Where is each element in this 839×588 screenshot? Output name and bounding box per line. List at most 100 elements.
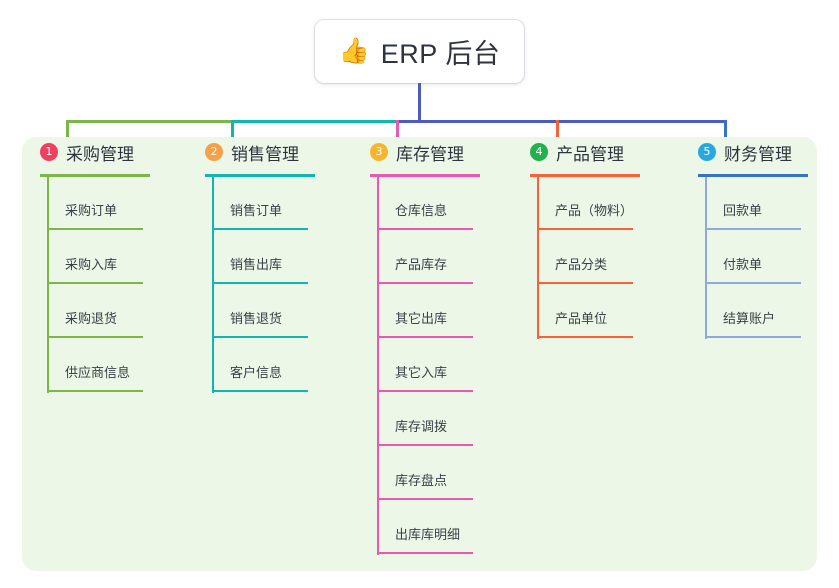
leaf-label: 出库库明细 — [395, 527, 461, 542]
drop-line-4 — [556, 120, 559, 152]
leaf-rule — [47, 282, 143, 284]
leaf-rule — [537, 228, 633, 230]
leaf-rule — [47, 390, 143, 392]
leaf-label: 其它入库 — [395, 365, 448, 380]
leaf-item[interactable]: 出库库明细 — [377, 501, 475, 555]
column-title-4: 产品管理 — [556, 144, 624, 164]
leaf-item[interactable]: 产品库存 — [377, 231, 475, 285]
drop-line-3 — [396, 120, 399, 152]
leaf-rule — [47, 336, 143, 338]
drop-line-1 — [66, 120, 69, 152]
leaf-item[interactable]: 采购入库 — [47, 231, 145, 285]
column-title-1: 采购管理 — [66, 144, 134, 164]
leaf-label: 销售出库 — [230, 257, 283, 272]
leaf-item[interactable]: 结算账户 — [705, 285, 803, 339]
leaf-label: 库存调拨 — [395, 419, 448, 434]
leaf-rule — [705, 282, 801, 284]
leaf-spine-5 — [705, 177, 707, 339]
column-header-1[interactable]: 1 采购管理 — [22, 137, 134, 167]
leaf-label: 客户信息 — [230, 365, 283, 380]
leaf-item[interactable]: 库存调拨 — [377, 393, 475, 447]
thumbs-up-icon: 👍 — [338, 37, 370, 65]
column-1: 1 采购管理采购订单采购入库采购退货供应商信息 — [22, 137, 150, 393]
leaf-rule — [705, 228, 801, 230]
leaf-item[interactable]: 回款单 — [705, 177, 803, 231]
leaf-label: 销售退货 — [230, 311, 283, 326]
leaf-rule — [377, 444, 473, 446]
leaf-item[interactable]: 销售订单 — [212, 177, 310, 231]
leaf-rule — [377, 336, 473, 338]
leaf-rule — [212, 390, 308, 392]
leaf-label: 销售订单 — [230, 203, 283, 218]
root-node[interactable]: 👍 ERP 后台 — [315, 20, 524, 83]
leaf-item[interactable]: 仓库信息 — [377, 177, 475, 231]
leaf-rule — [377, 390, 473, 392]
branch-panel: 1 采购管理采购订单采购入库采购退货供应商信息 2 销售管理销售订单销售出库销售退货客… — [22, 137, 817, 571]
leaf-spine-3 — [377, 177, 379, 555]
leaf-rule — [705, 336, 801, 338]
leaf-rule — [47, 228, 143, 230]
leaf-rule — [212, 228, 308, 230]
leaf-rule — [537, 336, 633, 338]
leaf-spine-4 — [537, 177, 539, 339]
leaf-item[interactable]: 客户信息 — [212, 339, 310, 393]
bus-indigo — [396, 120, 724, 123]
leaf-rule — [377, 282, 473, 284]
leaf-rule — [212, 282, 308, 284]
leaf-label: 库存盘点 — [395, 473, 448, 488]
leaf-label: 结算账户 — [723, 311, 776, 326]
leaf-item[interactable]: 其它出库 — [377, 285, 475, 339]
drop-line-2 — [231, 120, 234, 152]
column-header-2[interactable]: 2 销售管理 — [187, 137, 299, 167]
leaf-label: 采购退货 — [65, 311, 118, 326]
leaf-item[interactable]: 付款单 — [705, 231, 803, 285]
leaf-spine-2 — [212, 177, 214, 393]
column-badge-icon-1: 1 — [40, 143, 58, 161]
bus-green — [66, 120, 231, 123]
leaf-spine-1 — [47, 177, 49, 393]
leaf-item[interactable]: 产品分类 — [537, 231, 635, 285]
column-rule-4 — [530, 174, 640, 177]
leaf-item[interactable]: 销售退货 — [212, 285, 310, 339]
bus-teal — [231, 120, 396, 123]
leaf-label: 产品库存 — [395, 257, 448, 272]
column-rule-1 — [40, 174, 150, 177]
leaf-item[interactable]: 采购退货 — [47, 285, 145, 339]
leaf-item[interactable]: 采购订单 — [47, 177, 145, 231]
leaf-item[interactable]: 其它入库 — [377, 339, 475, 393]
column-5: 5 财务管理回款单付款单结算账户 — [680, 137, 808, 339]
column-header-5[interactable]: 5 财务管理 — [680, 137, 792, 167]
leaf-label: 产品分类 — [555, 257, 608, 272]
leaf-label: 付款单 — [723, 257, 763, 272]
leaf-item[interactable]: 供应商信息 — [47, 339, 145, 393]
leaf-rule — [377, 228, 473, 230]
column-title-5: 财务管理 — [724, 144, 792, 164]
leaf-label: 采购订单 — [65, 203, 118, 218]
drop-line-5 — [724, 120, 727, 152]
leaf-rule — [537, 282, 633, 284]
column-header-4[interactable]: 4 产品管理 — [512, 137, 624, 167]
column-badge-icon-4: 4 — [530, 143, 548, 161]
leaf-rule — [377, 498, 473, 500]
leaf-label: 产品单位 — [555, 311, 608, 326]
column-rule-5 — [698, 174, 808, 177]
leaf-item[interactable]: 产品（物料） — [537, 177, 635, 231]
leaf-label: 其它出库 — [395, 311, 448, 326]
column-title-2: 销售管理 — [231, 144, 299, 164]
leaf-label: 产品（物料） — [555, 203, 634, 218]
column-4: 4 产品管理产品（物料） 产品分类产品单位 — [512, 137, 640, 339]
column-badge-icon-5: 5 — [698, 143, 716, 161]
column-badge-icon-3: 3 — [370, 143, 388, 161]
leaf-label: 仓库信息 — [395, 203, 448, 218]
leaf-rule — [212, 336, 308, 338]
leaf-item[interactable]: 销售出库 — [212, 231, 310, 285]
column-badge-icon-2: 2 — [205, 143, 223, 161]
leaf-item[interactable]: 库存盘点 — [377, 447, 475, 501]
leaf-item[interactable]: 产品单位 — [537, 285, 635, 339]
leaf-label: 采购入库 — [65, 257, 118, 272]
column-rule-2 — [205, 174, 315, 177]
column-2: 2 销售管理销售订单销售出库销售退货客户信息 — [187, 137, 315, 393]
